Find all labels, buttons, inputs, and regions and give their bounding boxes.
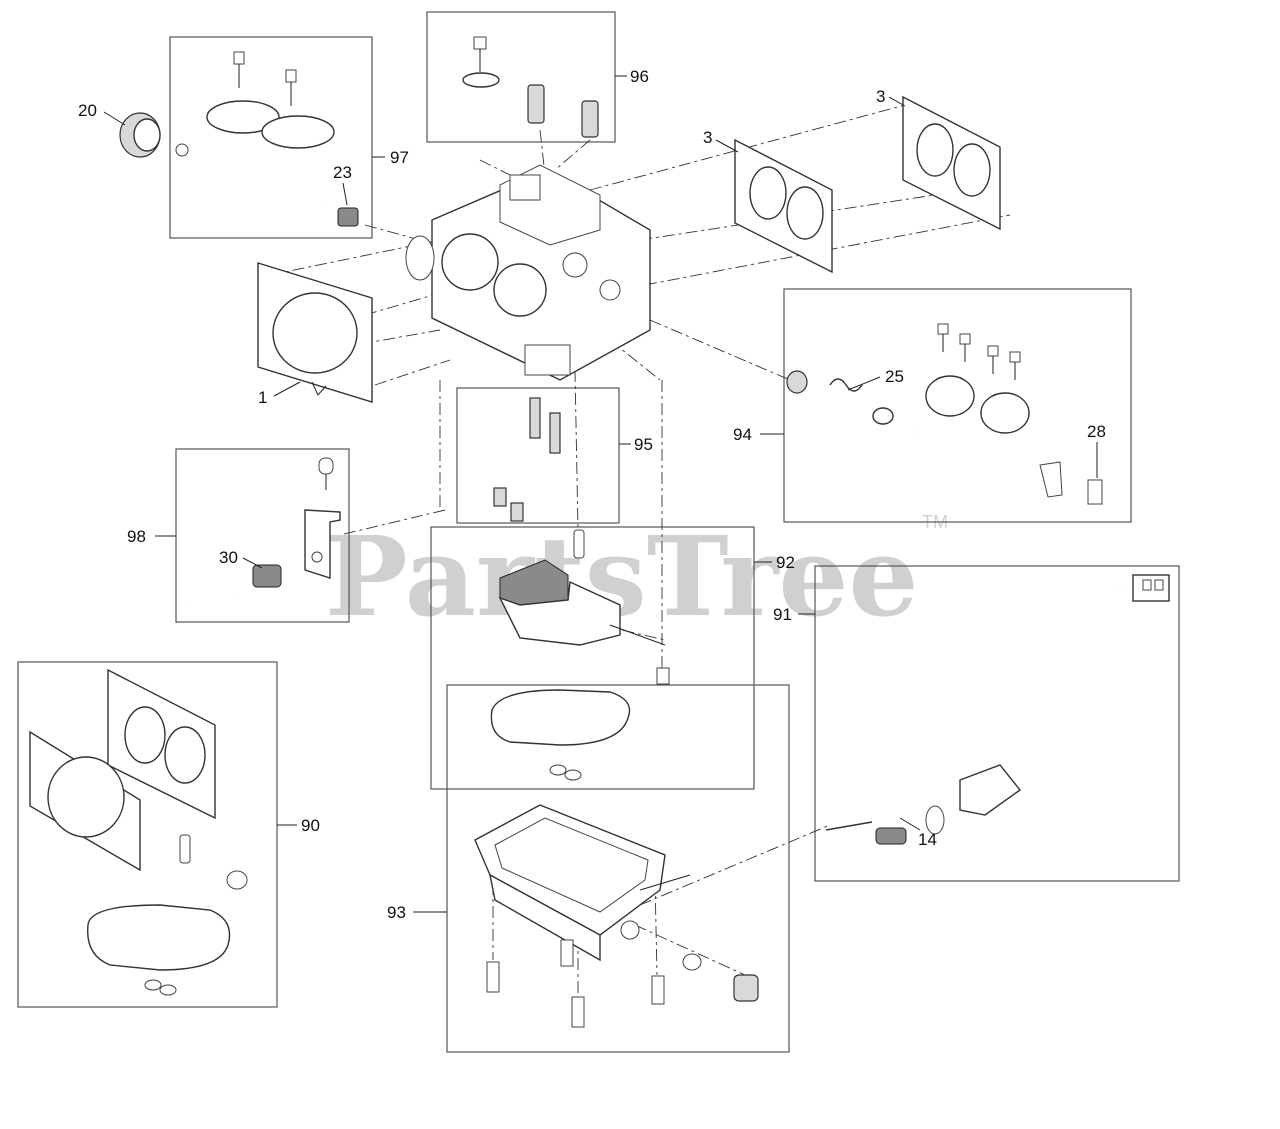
kit-box-95 xyxy=(456,387,620,524)
callout-20: 20 xyxy=(78,101,97,120)
kit-box-97 xyxy=(169,36,373,239)
callout-90: 90 xyxy=(301,816,320,835)
watermark-text: PartsTree xyxy=(325,512,919,641)
callout-94: 94 xyxy=(733,425,752,444)
callout-labels: 20 23 97 96 3 3 1 25 28 94 95 98 30 92 9… xyxy=(78,67,1106,922)
callout-96: 96 xyxy=(630,67,649,86)
kit-box-91 xyxy=(814,565,1180,882)
float-kit-92 xyxy=(490,529,670,781)
throttle-shaft-assembly xyxy=(786,323,1103,505)
callout-97: 97 xyxy=(390,148,409,167)
gasket-3b xyxy=(902,95,1001,231)
kit-box-96 xyxy=(426,11,616,143)
callout-30: 30 xyxy=(219,548,238,567)
leader-lines xyxy=(103,75,1098,913)
kit-box-92 xyxy=(430,526,755,790)
float-bowl-93 xyxy=(474,804,759,1028)
gasket-kit-90 xyxy=(29,668,248,996)
callout-25: 25 xyxy=(885,367,904,386)
gasket-3a xyxy=(734,138,833,274)
callout-98: 98 xyxy=(127,527,146,546)
carburetor-body xyxy=(405,164,651,381)
kit-box-93 xyxy=(446,684,790,1053)
seal-20 xyxy=(119,112,161,158)
callout-14: 14 xyxy=(918,830,937,849)
spring-23 xyxy=(337,207,359,227)
kit-box-90 xyxy=(17,661,278,1008)
needle-kit-96 xyxy=(462,36,599,138)
choke-shaft-assembly xyxy=(175,51,335,207)
callout-23: 23 xyxy=(333,163,352,182)
callout-93: 93 xyxy=(387,903,406,922)
fuel-solenoid-91 xyxy=(825,574,1170,845)
callout-3-left: 3 xyxy=(703,128,712,147)
gasket-1 xyxy=(257,262,373,403)
callout-91: 91 xyxy=(773,605,792,624)
callout-95: 95 xyxy=(634,435,653,454)
callout-92: 92 xyxy=(776,553,795,572)
jet-kit-95 xyxy=(493,397,561,522)
callout-28: 28 xyxy=(1087,422,1106,441)
callout-3-right: 3 xyxy=(876,87,885,106)
idle-screw-kit-98 xyxy=(187,457,341,607)
kit-box-94 xyxy=(783,288,1132,523)
callout-1: 1 xyxy=(258,388,267,407)
